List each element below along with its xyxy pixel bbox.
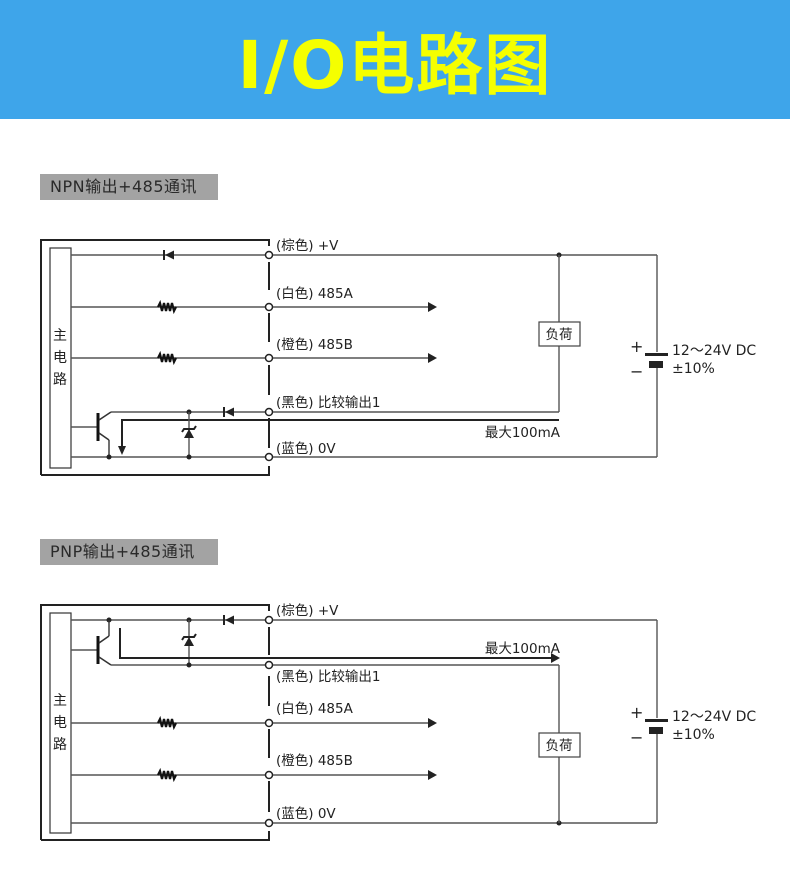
power-tolerance: ±10% [672,361,715,377]
arrow-right-icon [551,653,560,663]
max-current-label: 最大100mA [485,425,561,441]
arrow-right-icon [428,770,437,780]
diode-icon [163,250,174,260]
load-label: 负荷 [546,327,573,343]
power-tolerance: ±10% [672,727,715,743]
npn-transistor-icon [71,411,112,457]
main-circuit-label-2: 电 [53,350,67,366]
main-circuit-label-3: 路 [53,737,67,753]
resistor-icon [157,715,177,731]
arrow-right-icon [428,302,437,312]
junction-dot [186,662,192,668]
junction-dot [186,454,192,460]
terminal-orange [264,353,274,363]
power-minus: − [630,728,643,747]
pnp-transistor-icon [71,620,112,666]
load-box [538,732,581,758]
label-white: (白色) 485A [276,700,354,717]
label-orange: (橙色) 485B [276,336,353,353]
label-black: (黑色) 比较输出1 [276,668,380,685]
terminal-white [264,718,274,728]
junction-dot [106,454,112,460]
current-flow-line [121,419,559,450]
arrow-right-icon [428,353,437,363]
resistor-icon [157,767,177,783]
npn-circuit-diagram: 主 电 路 (棕色) +V (白色) 485A (橙色) 485B (黑色) 比… [40,237,756,476]
battery-icon [645,719,668,734]
power-minus: − [630,362,643,381]
load-label: 负荷 [546,738,573,754]
label-black: (黑色) 比较输出1 [276,394,380,411]
label-brown: (棕色) +V [276,602,339,619]
zener-diode-icon [181,412,197,457]
sensor-housing-outline [40,604,270,840]
terminal-orange [264,770,274,780]
label-blue: (蓝色) 0V [276,805,336,822]
sensor-housing-outline [40,239,270,475]
terminal-brown [264,615,274,625]
main-circuit-label-3: 路 [53,372,67,388]
pnp-section-label: PNP输出+485通讯 [40,539,218,565]
max-current-label: 最大100mA [485,641,561,657]
page-title: I/O电路图 [237,26,553,104]
label-blue: (蓝色) 0V [276,440,336,457]
power-voltage: 12～24V DC [672,709,756,725]
main-circuit-label-1: 主 [53,693,67,709]
resistor-icon [157,299,177,315]
battery-icon [645,353,668,368]
sensor-housing-outline-bottom [41,831,270,841]
terminal-blue [264,818,274,828]
main-circuit-label-2: 电 [53,715,67,731]
label-brown: (棕色) +V [276,237,339,254]
label-white: (白色) 485A [276,285,354,302]
pnp-circuit-diagram: 主 电 路 (棕色) +V 最大100mA (黑色) 比较输出1 (白色) 48… [40,602,756,841]
terminal-white [264,302,274,312]
diode-icon [223,615,234,625]
npn-section-label: NPN输出+485通讯 [40,174,218,200]
resistor-icon [157,350,177,366]
main-circuit-label-1: 主 [53,328,67,344]
current-flow-line [119,628,553,659]
header-banner: I/O电路图 [0,0,790,119]
terminal-black [264,407,274,417]
power-voltage: 12～24V DC [672,343,756,359]
terminal-black [264,660,274,670]
label-orange: (橙色) 485B [276,752,353,769]
load-box [538,321,581,347]
diode-icon [223,407,234,417]
sensor-housing-outline-bottom [41,466,270,476]
terminal-blue [264,452,274,462]
arrow-down-icon [118,446,126,455]
power-plus: + [630,703,643,722]
power-plus: + [630,337,643,356]
terminal-brown [264,250,274,260]
arrow-right-icon [428,718,437,728]
